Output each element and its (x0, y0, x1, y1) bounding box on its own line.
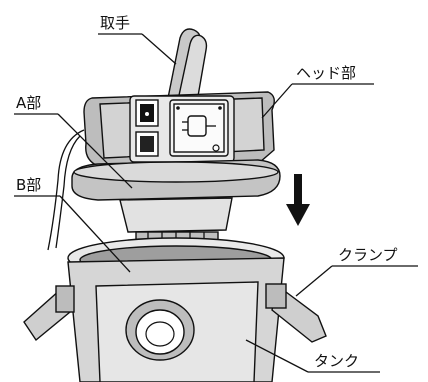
label-part-a: A部 (16, 94, 42, 112)
label-clamp: クランプ (338, 246, 398, 264)
down-arrow-icon (286, 174, 310, 226)
power-plug-icon (182, 115, 216, 137)
part-a (71, 159, 281, 201)
label-part-b: B部 (16, 176, 42, 194)
label-tank: タンク (314, 352, 360, 370)
leader-lines (14, 33, 418, 373)
label-head-part: ヘッド部 (296, 64, 357, 82)
clamp-right (265, 283, 327, 343)
handle (167, 28, 208, 103)
clamp-left (23, 285, 75, 342)
tank (67, 237, 285, 382)
label-handle: 取手 (100, 14, 131, 32)
control-panel (129, 95, 235, 163)
